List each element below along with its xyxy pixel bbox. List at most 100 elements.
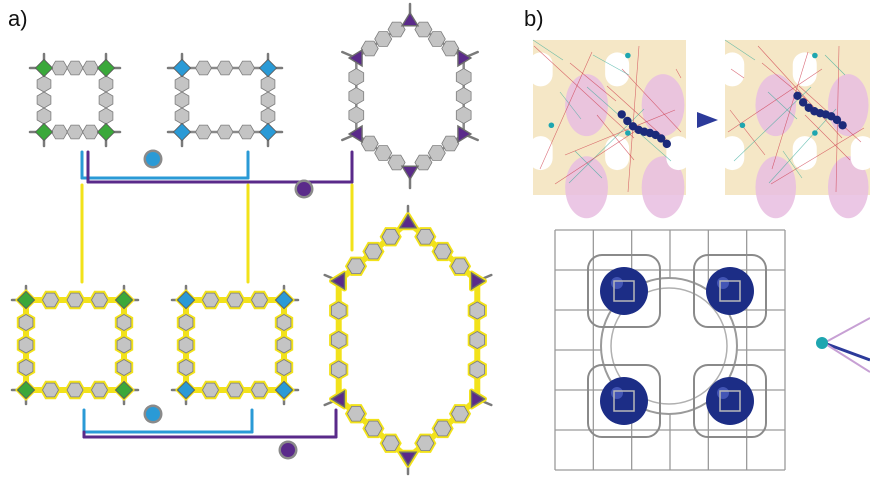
linker-hexagon [330,360,347,379]
pore-density [565,156,608,219]
metal-node [174,60,190,76]
sphere-highlight [611,387,623,399]
framework-bond [559,91,582,120]
linker-hexagon [374,31,393,47]
linker-hexagon [174,75,190,93]
linker-hexagon [216,124,234,140]
linker-hexagon [381,228,400,245]
sphere-highlight [611,277,623,289]
metal-node [398,451,418,467]
channel-void [605,136,630,171]
panel-b-label: b) [524,6,544,31]
metal-node [347,124,363,144]
linker-hexagon [116,314,132,331]
linker-hexagon [91,292,108,308]
linker-hexagon [330,301,347,320]
linker-hexagon [91,382,108,398]
linker-hexagon [98,107,114,125]
metal-node [116,292,132,308]
linker-hexagon [42,382,59,398]
linker-hexagon [469,301,486,320]
pore-density [827,74,869,137]
linker-hexagon [82,124,99,140]
linker-hexagon [364,243,383,260]
metal-atom [812,52,818,59]
framework-bond [724,39,756,61]
linker-hexagon [374,145,393,161]
channel-void [666,136,691,171]
guest-atom [623,116,632,126]
panel-a [10,2,493,476]
linker-hexagon [195,60,212,76]
framework-bond [627,45,640,193]
linker-hexagon [216,60,234,76]
channel-void [720,52,745,87]
linker-hexagon [330,331,347,349]
framework-bond [729,109,766,156]
cage-frame [693,254,767,328]
metal-atom [816,337,828,349]
linker-hexagon [441,135,460,152]
framework-bond [675,68,682,79]
linker-hexagon [348,68,365,86]
metal-atom [548,122,555,129]
metal-node [18,292,34,308]
framework-bond [824,54,846,76]
linker-hexagon [360,40,379,57]
linker-hexagon [416,435,435,452]
guest-atom [798,98,808,107]
linker-hexagon [202,382,219,398]
linker-hexagon [347,405,365,422]
linker-hexagon [116,336,132,354]
linker-hexagon [18,359,34,376]
linker-hexagon [469,360,486,379]
guest-sphere [706,377,754,425]
framework-bond [782,150,803,179]
framework-cage [554,229,786,471]
linker-hexagon [387,154,406,171]
metal-node [330,271,346,291]
channel-void [850,136,870,171]
linker-hexagon [66,382,84,398]
linker-hexagon [451,258,469,275]
linker-hexagon [276,314,292,331]
molecule-bond [823,317,870,344]
framework-bond [533,45,635,139]
purple-guest-dot [281,443,295,457]
molecule-bond [823,342,870,373]
cage-frame [587,364,661,438]
framework-bond [596,114,635,161]
metal-node [260,60,276,76]
linker-hexagon [66,60,84,76]
linker-hexagon [174,91,190,109]
cage-window [719,390,741,412]
linker-hexagon [36,107,52,125]
cage-window [613,390,635,412]
linker-hexagon [98,91,114,109]
framework-bond [771,51,809,170]
framework-bond [621,68,682,133]
linker-hexagon [416,228,435,245]
metal-node [98,60,114,76]
linker-hexagon [251,382,268,398]
framework-bond [554,127,641,185]
metal-node [276,292,292,308]
metal-atom [625,52,631,59]
metal-node [398,213,418,229]
crystal-snapshot [720,39,870,219]
panel-a-label: a) [8,6,28,31]
molecule-bond [823,341,870,362]
linker-hexagon [364,420,383,437]
metal-node [457,124,473,144]
guest-sphere [600,267,648,315]
linker-hexagon [195,124,212,140]
purple-guest-dot [297,182,311,196]
hexagonal-cage [341,2,479,190]
crystal-snapshot [528,39,691,219]
linker-hexagon [178,314,194,331]
framework-bond [564,109,676,156]
linker-hexagon [433,420,452,437]
linker-hexagon [202,292,219,308]
channel-void [792,52,817,87]
